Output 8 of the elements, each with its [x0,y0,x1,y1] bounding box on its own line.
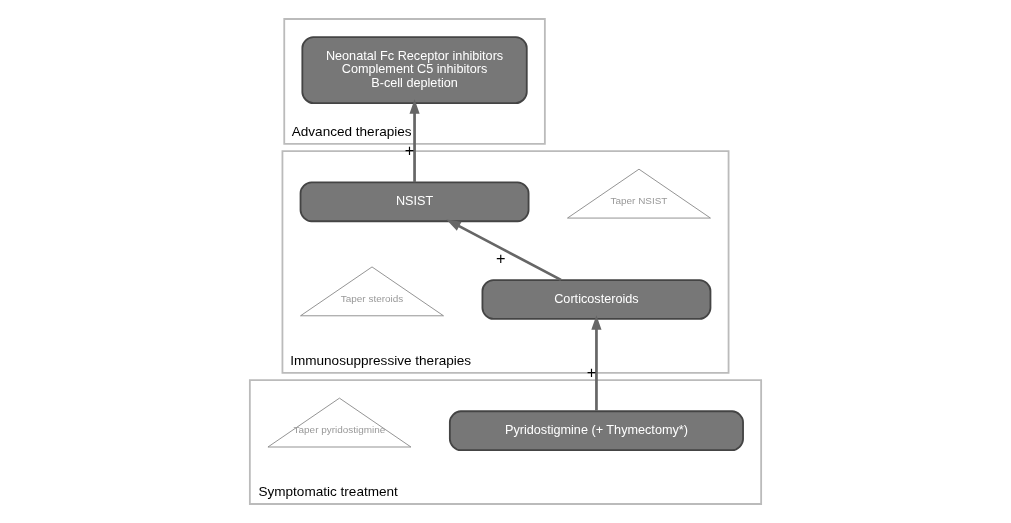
edge-label: + [495,248,506,267]
arrow [409,99,420,183]
node-box: Pyridostigmine (+ Thymectomy*) [448,410,744,452]
node-box: Neonatal Fc Receptor inhibitors Complement C5 inhibitors B-cell depletion [301,36,528,105]
node-box: Corticosteroids [481,279,712,320]
node-box: NSIST [299,181,530,223]
arrow [446,219,562,282]
arrow [591,315,602,411]
